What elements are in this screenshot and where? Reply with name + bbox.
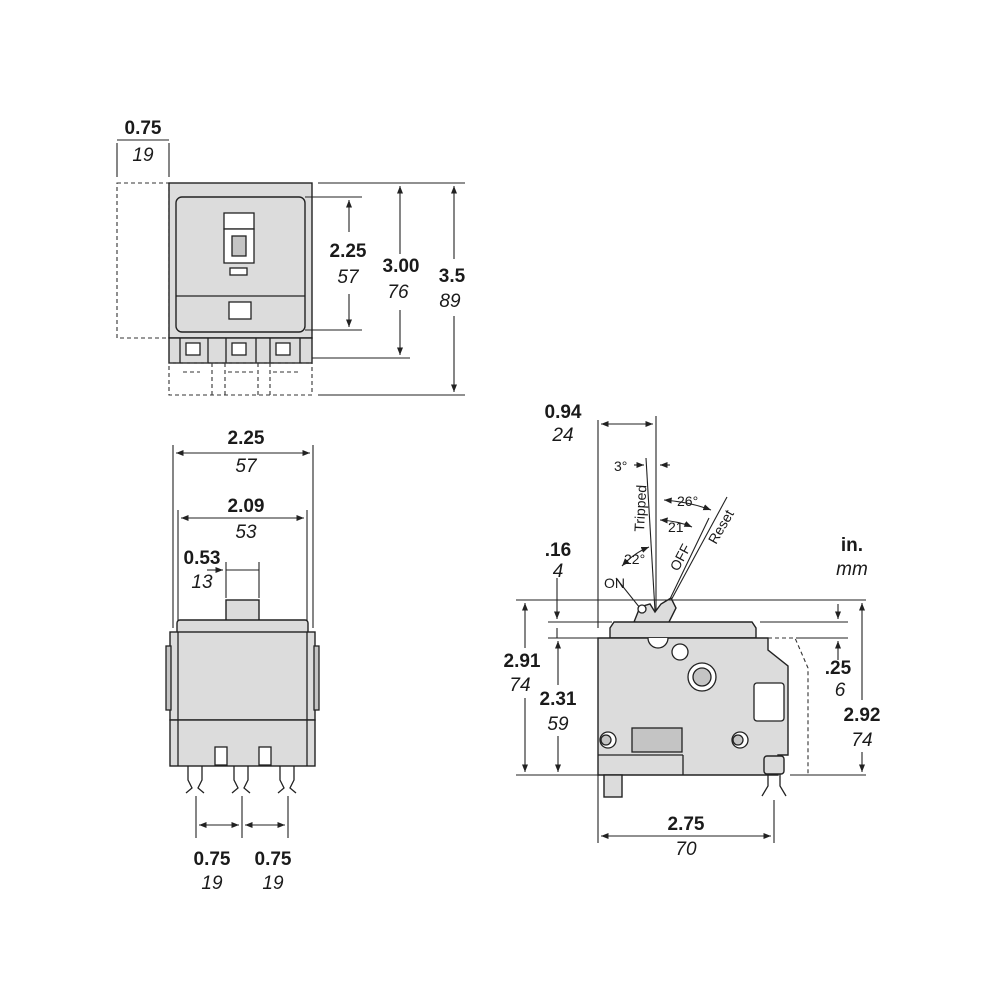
bottom-handle-width-mm: 13 [191,572,213,593]
bottom-handle [225,599,260,623]
tripped-line [645,457,657,629]
angle-reset: 26° [677,493,698,509]
bottom-pole-spacing-left-mm: 19 [201,873,223,894]
angle-off: 21° [668,519,689,535]
push-to-trip [228,301,252,320]
angle-on: 22° [624,551,645,567]
side-depth-mm: 70 [675,839,697,860]
side-height-left-mm: 74 [509,675,530,696]
bottom-body-upper [169,631,316,721]
adjacent-pole-outline [116,182,170,339]
trip-indicator [229,267,248,276]
side-extension-outline [768,637,809,776]
bottom-pole-spacing-right-mm: 19 [262,873,284,894]
bottom-overall-width-mm: 57 [235,456,258,477]
bottom-inner-width-mm: 53 [235,522,257,543]
side-handle-step-mm: 4 [553,561,564,582]
front-view: 0.75 19 2.25 57 3.00 76 3.5 89 [116,118,466,396]
front-side-offset-in: 0.75 [125,118,162,139]
terminal-extension-outline [168,362,313,396]
side-mounting-stud [603,774,623,798]
side-handle-step-in: .16 [545,540,571,561]
line-clip-1 [185,766,205,794]
front-body-height-in: 3.00 [383,256,420,277]
bottom-inner-width-in: 2.09 [228,496,265,517]
side-end-step-mm: 6 [835,680,846,701]
angle-tripped: 3° [614,458,627,474]
units-secondary: mm [836,559,868,580]
bottom-pole-spacing-right-in: 0.75 [255,849,292,870]
bottom-overall-width-in: 2.25 [228,428,265,449]
side-handle-offset-in: 0.94 [545,402,582,423]
front-face-panel [175,196,306,333]
position-reset: Reset [705,507,737,547]
bottom-view: 2.25 57 2.09 53 0.53 13 [165,428,320,894]
handle-top [223,212,255,230]
side-top-cap [609,621,757,639]
line-clip-3 [277,766,297,794]
side-line-clip [761,774,787,797]
side-height-right-in: 2.92 [844,705,881,726]
front-body-height-mm: 76 [387,282,409,303]
side-body-height-mm: 59 [547,714,569,735]
front-handle-window-mm: 57 [337,267,360,288]
side-body-height-in: 2.31 [540,689,577,710]
side-label-plate [631,727,683,753]
side-terminal-window [753,682,785,722]
line-clip-2 [231,766,251,794]
units-primary: in. [841,535,863,556]
side-end-step-in: .25 [825,658,852,679]
side-height-left-in: 2.91 [504,651,541,672]
bottom-body-lower [169,719,316,767]
side-height-right-mm: 74 [851,730,872,751]
side-depth-in: 2.75 [668,814,705,835]
front-total-height-in: 3.5 [439,266,466,287]
position-on: ON [604,575,625,591]
bottom-pole-spacing-left-in: 0.75 [194,849,231,870]
front-side-offset-mm: 19 [132,145,154,166]
side-handle-offset-mm: 24 [551,425,573,446]
bottom-handle-width-in: 0.53 [184,548,221,569]
side-view: in. mm 0.94 24 3° 26° 21° 22° ON Tripped… [504,402,881,860]
front-total-height-mm: 89 [439,291,461,312]
position-tripped: Tripped [631,484,649,532]
front-handle-window-in: 2.25 [330,241,367,262]
